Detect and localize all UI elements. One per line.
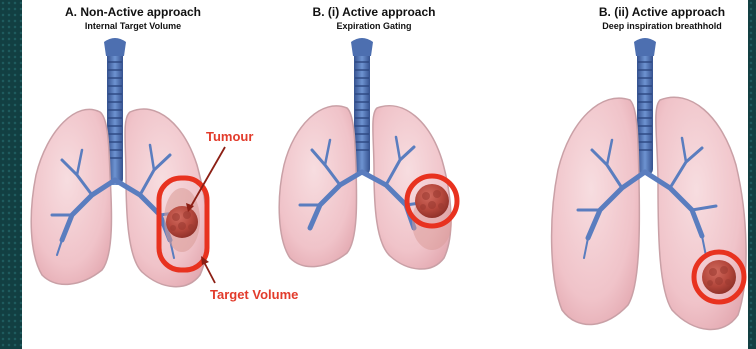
figure-canvas: A. Non-Active approach Internal Target V… (22, 0, 756, 349)
right-border-pattern (748, 0, 756, 349)
panel-b1-subtitle: Expiration Gating (336, 21, 411, 32)
tumour-icon (415, 184, 449, 218)
panel-b1-lungs (279, 38, 457, 269)
panel-b2-subtitle: Deep inspiration breathhold (602, 21, 722, 32)
panel-a-title: A. Non-Active approach (65, 5, 201, 19)
left-border-pattern (0, 0, 22, 349)
lung-icon (279, 106, 356, 267)
panel-a-lungs (31, 38, 225, 287)
target-volume-label: Target Volume (210, 287, 298, 302)
panel-b2-title: B. (ii) Active approach (599, 5, 725, 19)
lung-diagram (22, 0, 756, 349)
tumour-label: Tumour (206, 129, 253, 144)
tumour-icon (166, 206, 198, 238)
lung-icon (31, 109, 111, 284)
panel-a-subtitle: Internal Target Volume (85, 21, 181, 32)
tumour-icon (702, 260, 736, 294)
panel-b1-title: B. (i) Active approach (313, 5, 436, 19)
panel-b2-lungs (552, 38, 746, 329)
